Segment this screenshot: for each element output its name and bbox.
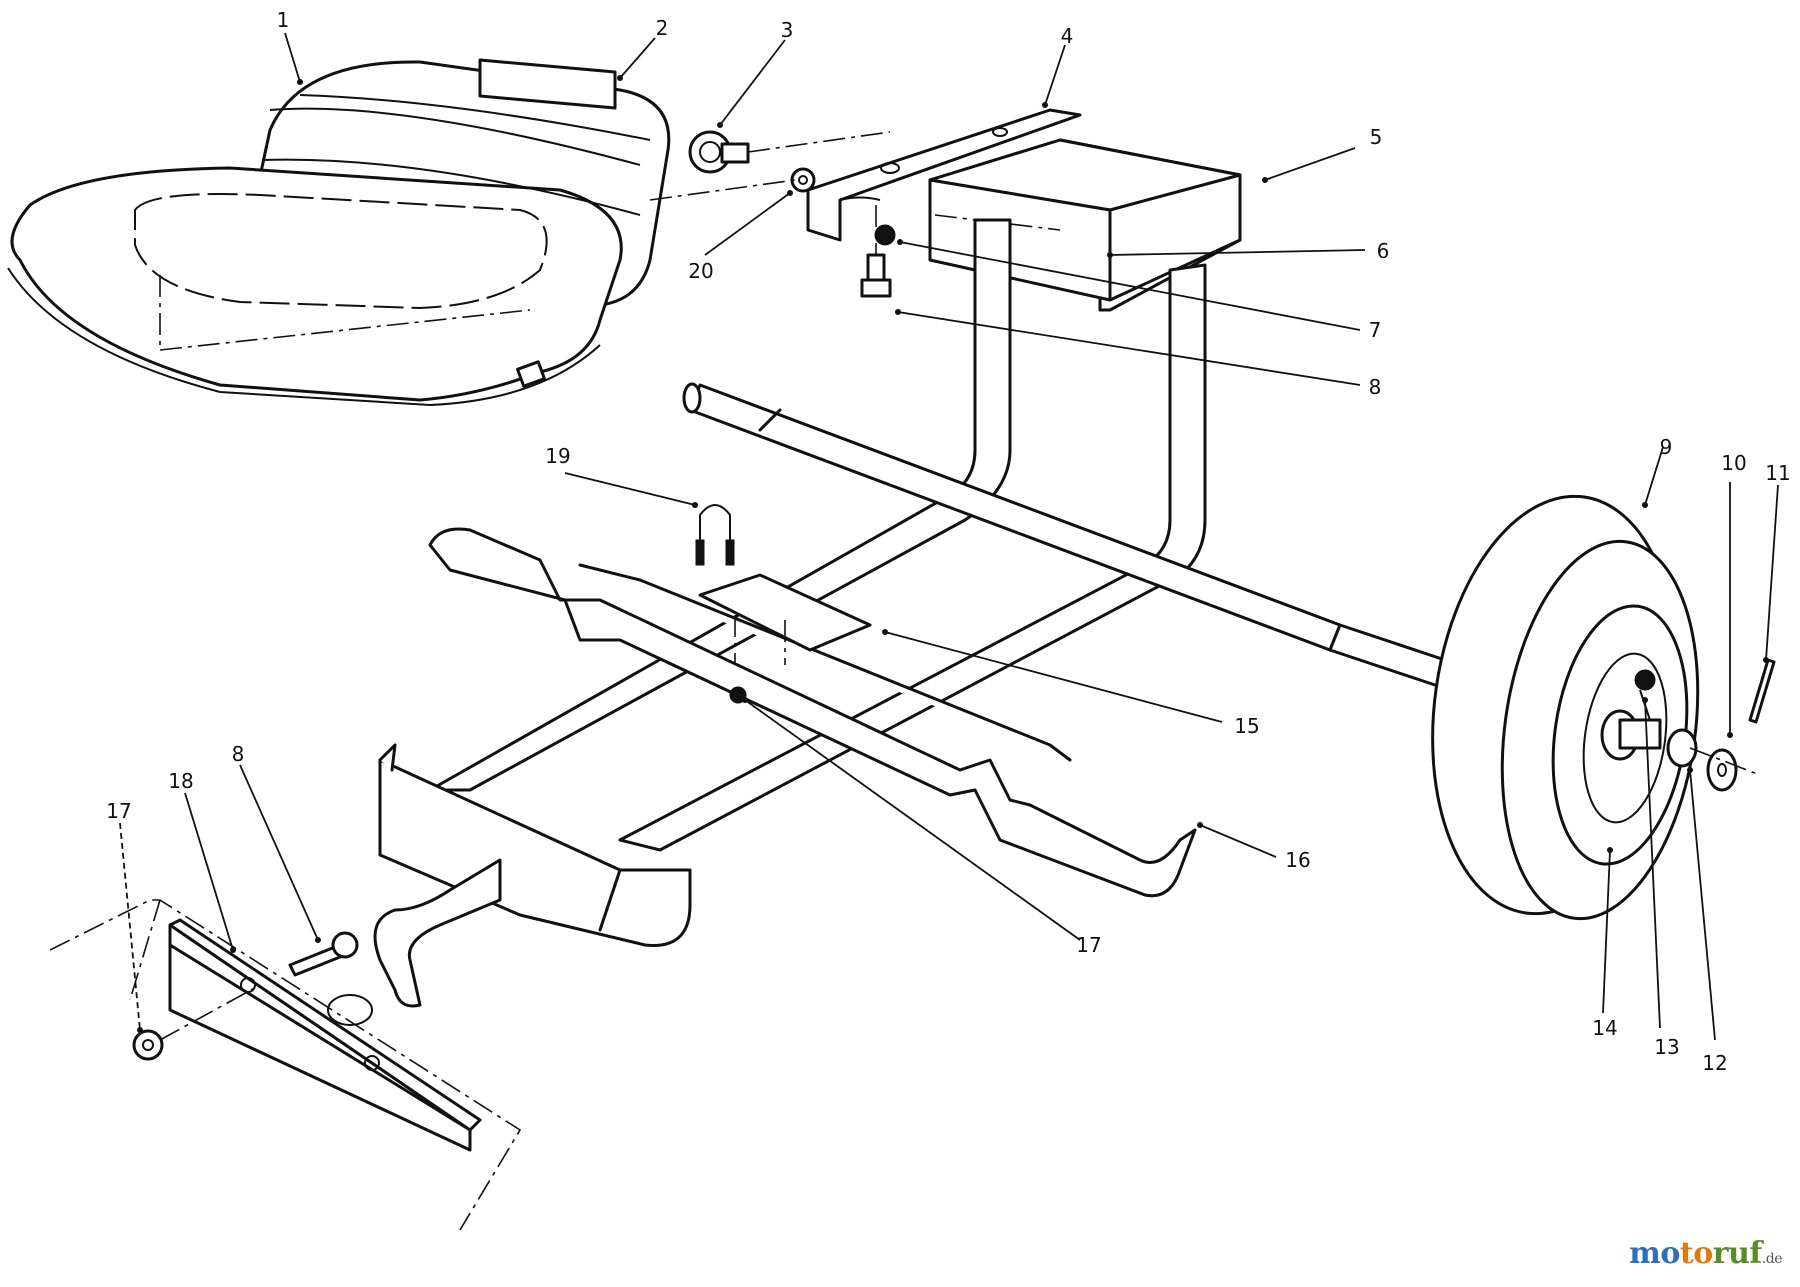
callout-14: 14	[1592, 1016, 1618, 1040]
callout-16: 16	[1285, 848, 1311, 872]
callout-12: 12	[1702, 1051, 1728, 1075]
callout-5: 5	[1369, 125, 1383, 149]
callout-7: 7	[1368, 318, 1382, 342]
watermark-tld: .de	[1761, 1251, 1783, 1267]
seat-clip	[516, 360, 546, 388]
callout-19: 19	[545, 444, 571, 468]
watermark-logo: motoruf.de	[1629, 1236, 1782, 1271]
leader-lines	[119, 32, 1779, 1041]
callout-20: 20	[688, 259, 714, 283]
watermark-part3: ruf	[1712, 1236, 1763, 1271]
callout-8-upper: 8	[1368, 375, 1382, 399]
callout-17-center: 17	[1076, 933, 1102, 957]
callout-10: 10	[1721, 451, 1747, 475]
callout-18: 18	[168, 769, 194, 793]
nut-17-lower	[132, 1029, 164, 1061]
u-bolt	[695, 504, 735, 566]
callout-15: 15	[1234, 714, 1260, 738]
callout-17-lower: 17	[106, 799, 132, 823]
clamp-plate	[698, 573, 872, 652]
watermark-part2: to	[1679, 1236, 1713, 1271]
seat	[7, 60, 671, 407]
callout-3: 3	[780, 18, 794, 42]
callout-11: 11	[1765, 461, 1791, 485]
nut-17-upper	[729, 686, 747, 704]
frame	[373, 218, 1465, 1008]
hitch-assembly	[49, 899, 522, 1231]
callout-1: 1	[276, 8, 290, 32]
washer-10	[1706, 748, 1738, 792]
seat-bracket	[478, 58, 617, 110]
lockwasher-7	[874, 224, 896, 246]
callout-6: 6	[1376, 239, 1390, 263]
callout-8-lower: 8	[231, 742, 245, 766]
wheel	[1431, 494, 1700, 921]
spacer-12	[1666, 728, 1698, 768]
watermark-part1: mo	[1629, 1236, 1680, 1271]
callout-4: 4	[1060, 24, 1074, 48]
callout-13: 13	[1654, 1035, 1680, 1059]
callout-9: 9	[1659, 435, 1673, 459]
seat-base	[10, 166, 623, 402]
callout-2: 2	[655, 16, 669, 40]
bolt-8	[860, 205, 892, 298]
cotter-pin	[1748, 658, 1776, 724]
knob	[688, 130, 750, 174]
